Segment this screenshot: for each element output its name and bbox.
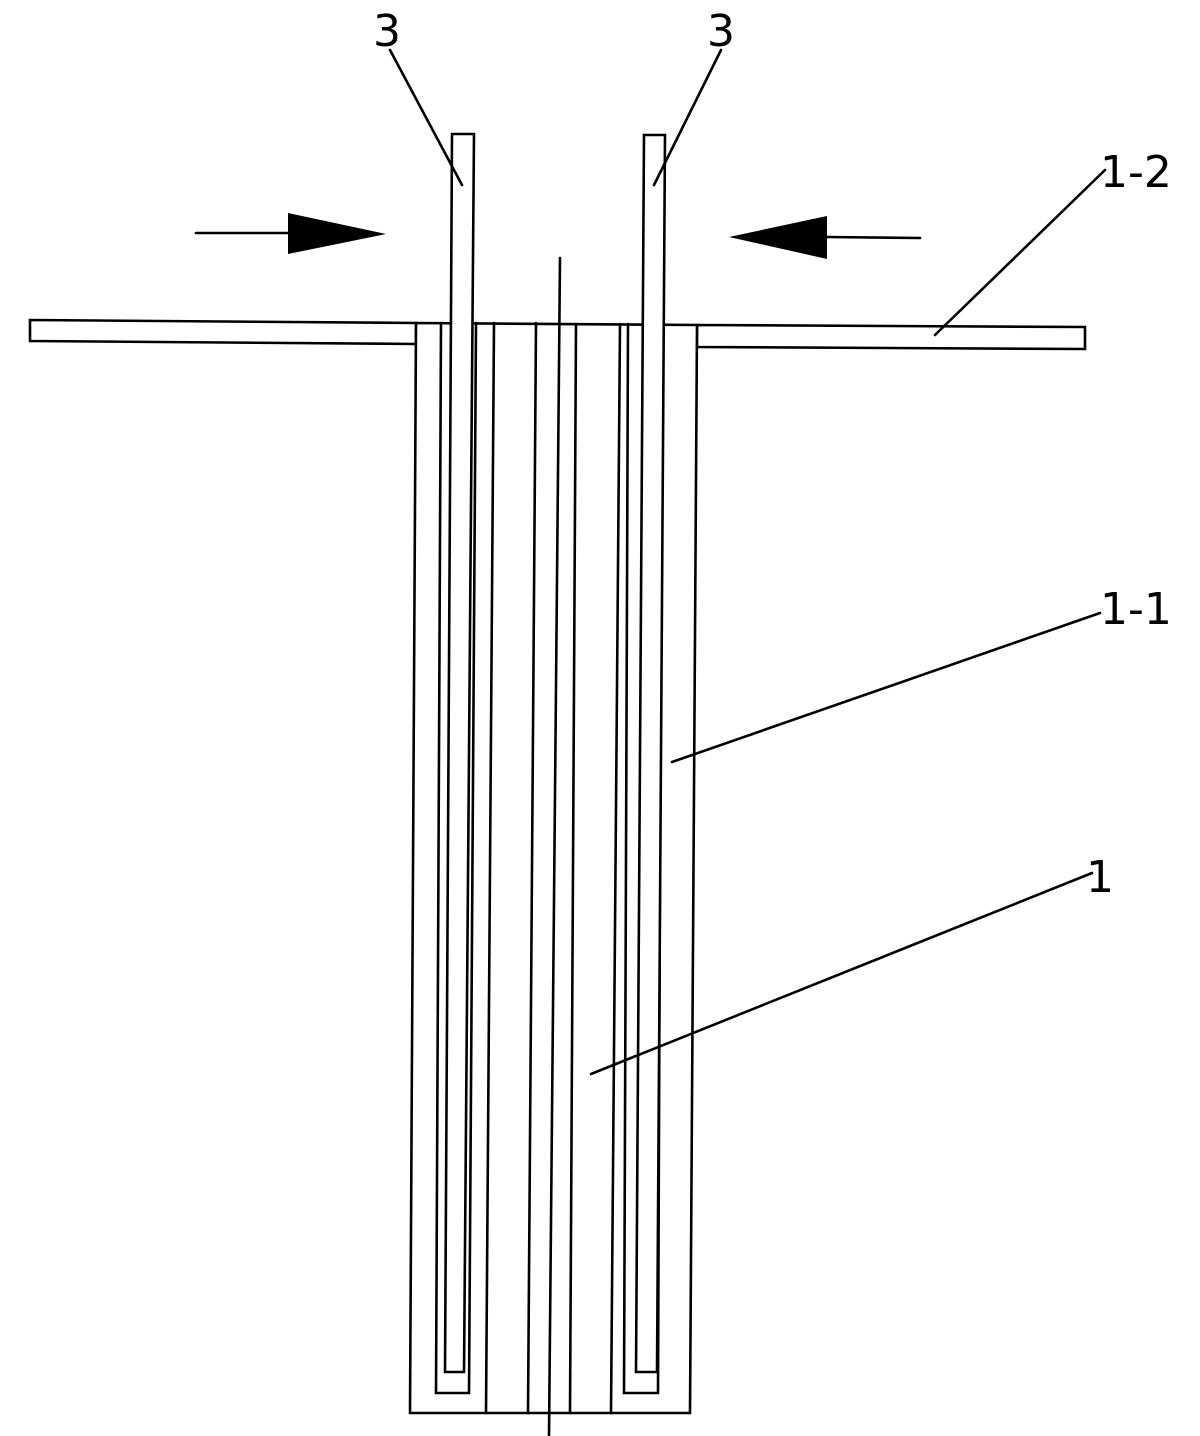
arrow-left [194,213,386,254]
label-tube-right: 3 [707,6,735,57]
label-flange: 1-2 [1100,147,1172,198]
arrow-right-shaft [824,235,922,240]
arrow-right [729,216,922,259]
leaders [388,48,1107,1076]
body-inner-line-left [484,321,496,1415]
flange-left [28,318,418,346]
leader-flange [933,168,1107,337]
leader-tube-left [388,48,464,187]
flange-right [695,323,1087,351]
label-body: 1 [1086,852,1114,903]
tube-left [443,132,476,1374]
leader-body [589,871,1094,1076]
arrow-left-icon [729,216,827,259]
tube-right [634,133,667,1374]
body-inner-line-center-left-outer [526,321,538,1415]
label-wall: 1-1 [1100,584,1172,635]
arrow-right-icon [288,213,386,254]
body-inner-line-center-left-inner [568,322,578,1415]
center-axis-line [547,256,562,1436]
body-inner-line-right [609,322,622,1415]
label-tube-left: 3 [373,6,401,57]
leader-wall [670,611,1102,764]
leader-tube-right [652,48,723,187]
tubes [443,132,667,1374]
wall-channel-left [434,321,478,1395]
reference-labels: 3 3 1-2 1-1 1 [373,6,1172,903]
